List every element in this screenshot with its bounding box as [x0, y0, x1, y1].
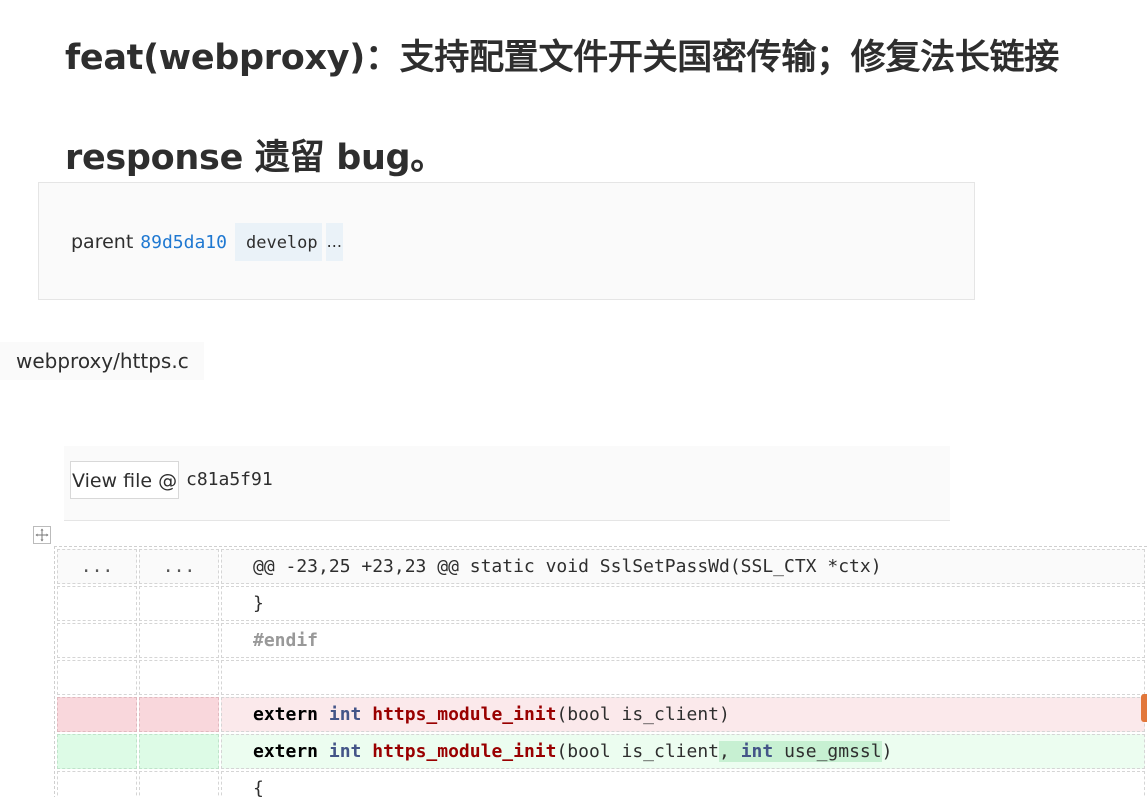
diff-line-removed: extern int https_module_init(bool is_cli…: [57, 697, 1145, 732]
diff-line-context: {: [57, 771, 1145, 797]
old-line-number[interactable]: [57, 771, 137, 797]
args-end-token: ): [881, 741, 893, 762]
diff-line-context: #endif: [57, 623, 1145, 658]
new-line-number[interactable]: [139, 734, 219, 769]
view-file-button[interactable]: View file @: [70, 461, 180, 499]
old-line-number[interactable]: [57, 586, 137, 621]
new-line-number[interactable]: [139, 771, 219, 797]
new-line-number[interactable]: ...: [139, 549, 219, 584]
line-content: {: [221, 771, 1145, 797]
commit-title: feat(webproxy)：支持配置文件开关国密传输；修复法长链接 respo…: [65, 38, 1059, 178]
old-line-number[interactable]: ...: [57, 549, 137, 584]
line-content: [221, 660, 1145, 695]
new-line-number[interactable]: [139, 697, 219, 732]
added-arg-token: use_gmssl: [773, 741, 882, 762]
line-content: extern int https_module_init(bool is_cli…: [221, 697, 1145, 732]
new-line-number[interactable]: [139, 660, 219, 695]
comment-marker[interactable]: [1141, 694, 1147, 722]
file-header-bar: View file @ c81a5f91: [64, 446, 950, 521]
args-token: (bool is_client: [556, 741, 720, 762]
added-type-token: int: [740, 741, 774, 762]
old-line-number[interactable]: [57, 697, 137, 732]
function-token: https_module_init: [372, 704, 557, 725]
function-token: https_module_init: [372, 741, 557, 762]
preprocessor-token: #endif: [253, 630, 319, 651]
branch-badge[interactable]: develop: [234, 223, 322, 261]
added-separator: ,: [719, 741, 741, 762]
line-content: #endif: [221, 623, 1145, 658]
view-file-sha[interactable]: c81a5f91: [186, 469, 273, 490]
new-line-number[interactable]: [139, 586, 219, 621]
hunk-header: @@ -23,25 +23,23 @@ static void SslSetPa…: [221, 549, 1145, 584]
parent-sha-link[interactable]: 89d5da10: [140, 231, 227, 253]
parent-row: parent 89d5da10 develop ...: [71, 223, 343, 261]
parent-label: parent: [71, 231, 134, 253]
old-line-number[interactable]: [57, 734, 137, 769]
old-line-number[interactable]: [57, 623, 137, 658]
keyword-token: extern: [253, 741, 319, 762]
more-branches-button[interactable]: ...: [325, 223, 343, 261]
diff-table: ... ... @@ -23,25 +23,23 @@ static void …: [54, 546, 1147, 797]
keyword-token: extern: [253, 704, 319, 725]
added-highlight: , int use_gmssl: [719, 741, 882, 762]
line-content: extern int https_module_init(bool is_cli…: [221, 734, 1145, 769]
file-path-header[interactable]: webproxy/https.c: [0, 342, 204, 380]
type-token: int: [328, 704, 362, 725]
diff-line-added: extern int https_module_init(bool is_cli…: [57, 734, 1145, 769]
move-icon[interactable]: [33, 526, 51, 544]
args-token: (bool is_client): [556, 704, 730, 725]
diff-hunk-row: ... ... @@ -23,25 +23,23 @@ static void …: [57, 549, 1145, 584]
type-token: int: [328, 741, 362, 762]
diff-line-context: [57, 660, 1145, 695]
old-line-number[interactable]: [57, 660, 137, 695]
commit-info-box: parent 89d5da10 develop ...: [38, 182, 975, 300]
diff-line-context: }: [57, 586, 1145, 621]
line-content: }: [221, 586, 1145, 621]
new-line-number[interactable]: [139, 623, 219, 658]
